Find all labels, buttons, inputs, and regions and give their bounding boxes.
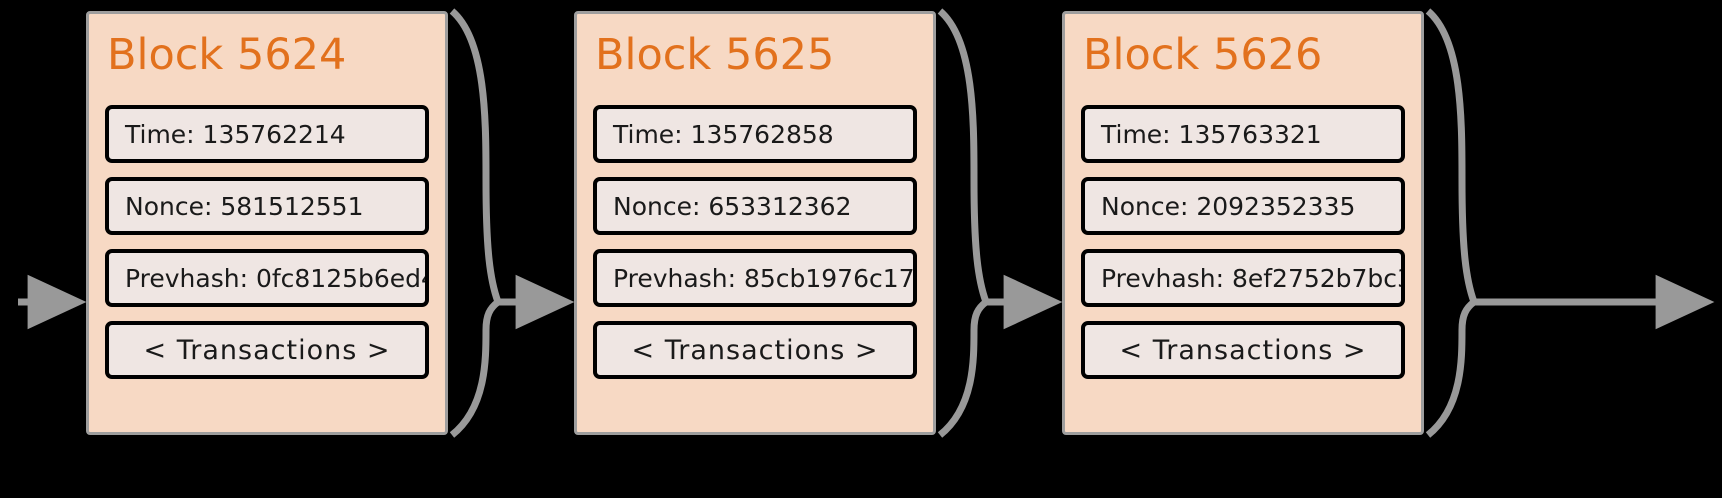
block-nonce-field: Nonce: 2092352335 bbox=[1081, 177, 1405, 235]
block-nonce-field: Nonce: 581512551 bbox=[105, 177, 429, 235]
block-fields: Time: 135762858 Nonce: 653312362 Prevhas… bbox=[593, 105, 917, 379]
block-fields: Time: 135762214 Nonce: 581512551 Prevhas… bbox=[105, 105, 429, 379]
block-prevhash-field: Prevhash: 85cb1976c171 bbox=[593, 249, 917, 307]
block-time-field: Time: 135762858 bbox=[593, 105, 917, 163]
block-card-1[interactable]: Block 5625 Time: 135762858 Nonce: 653312… bbox=[574, 11, 936, 435]
block-card-0[interactable]: Block 5624 Time: 135762214 Nonce: 581512… bbox=[86, 11, 448, 435]
block-card-2[interactable]: Block 5626 Time: 135763321 Nonce: 209235… bbox=[1062, 11, 1424, 435]
block-fields: Time: 135763321 Nonce: 2092352335 Prevha… bbox=[1081, 105, 1405, 379]
block-transactions-field[interactable]: < Transactions > bbox=[593, 321, 917, 379]
block-prevhash-field: Prevhash: 8ef2752b7bc3 bbox=[1081, 249, 1405, 307]
arrow-block-5625-to-5626 bbox=[937, 8, 1063, 438]
block-time-field: Time: 135762214 bbox=[105, 105, 429, 163]
block-time-field: Time: 135763321 bbox=[1081, 105, 1405, 163]
block-title: Block 5624 bbox=[107, 30, 347, 80]
block-title: Block 5625 bbox=[595, 30, 835, 80]
block-prevhash-field: Prevhash: 0fc8125b6ed4 bbox=[105, 249, 429, 307]
block-transactions-field[interactable]: < Transactions > bbox=[1081, 321, 1405, 379]
block-title: Block 5626 bbox=[1083, 30, 1323, 80]
block-transactions-field[interactable]: < Transactions > bbox=[105, 321, 429, 379]
block-nonce-field: Nonce: 653312362 bbox=[593, 177, 917, 235]
arrow-out bbox=[1425, 8, 1715, 438]
arrow-block-5624-to-5625 bbox=[449, 8, 575, 438]
